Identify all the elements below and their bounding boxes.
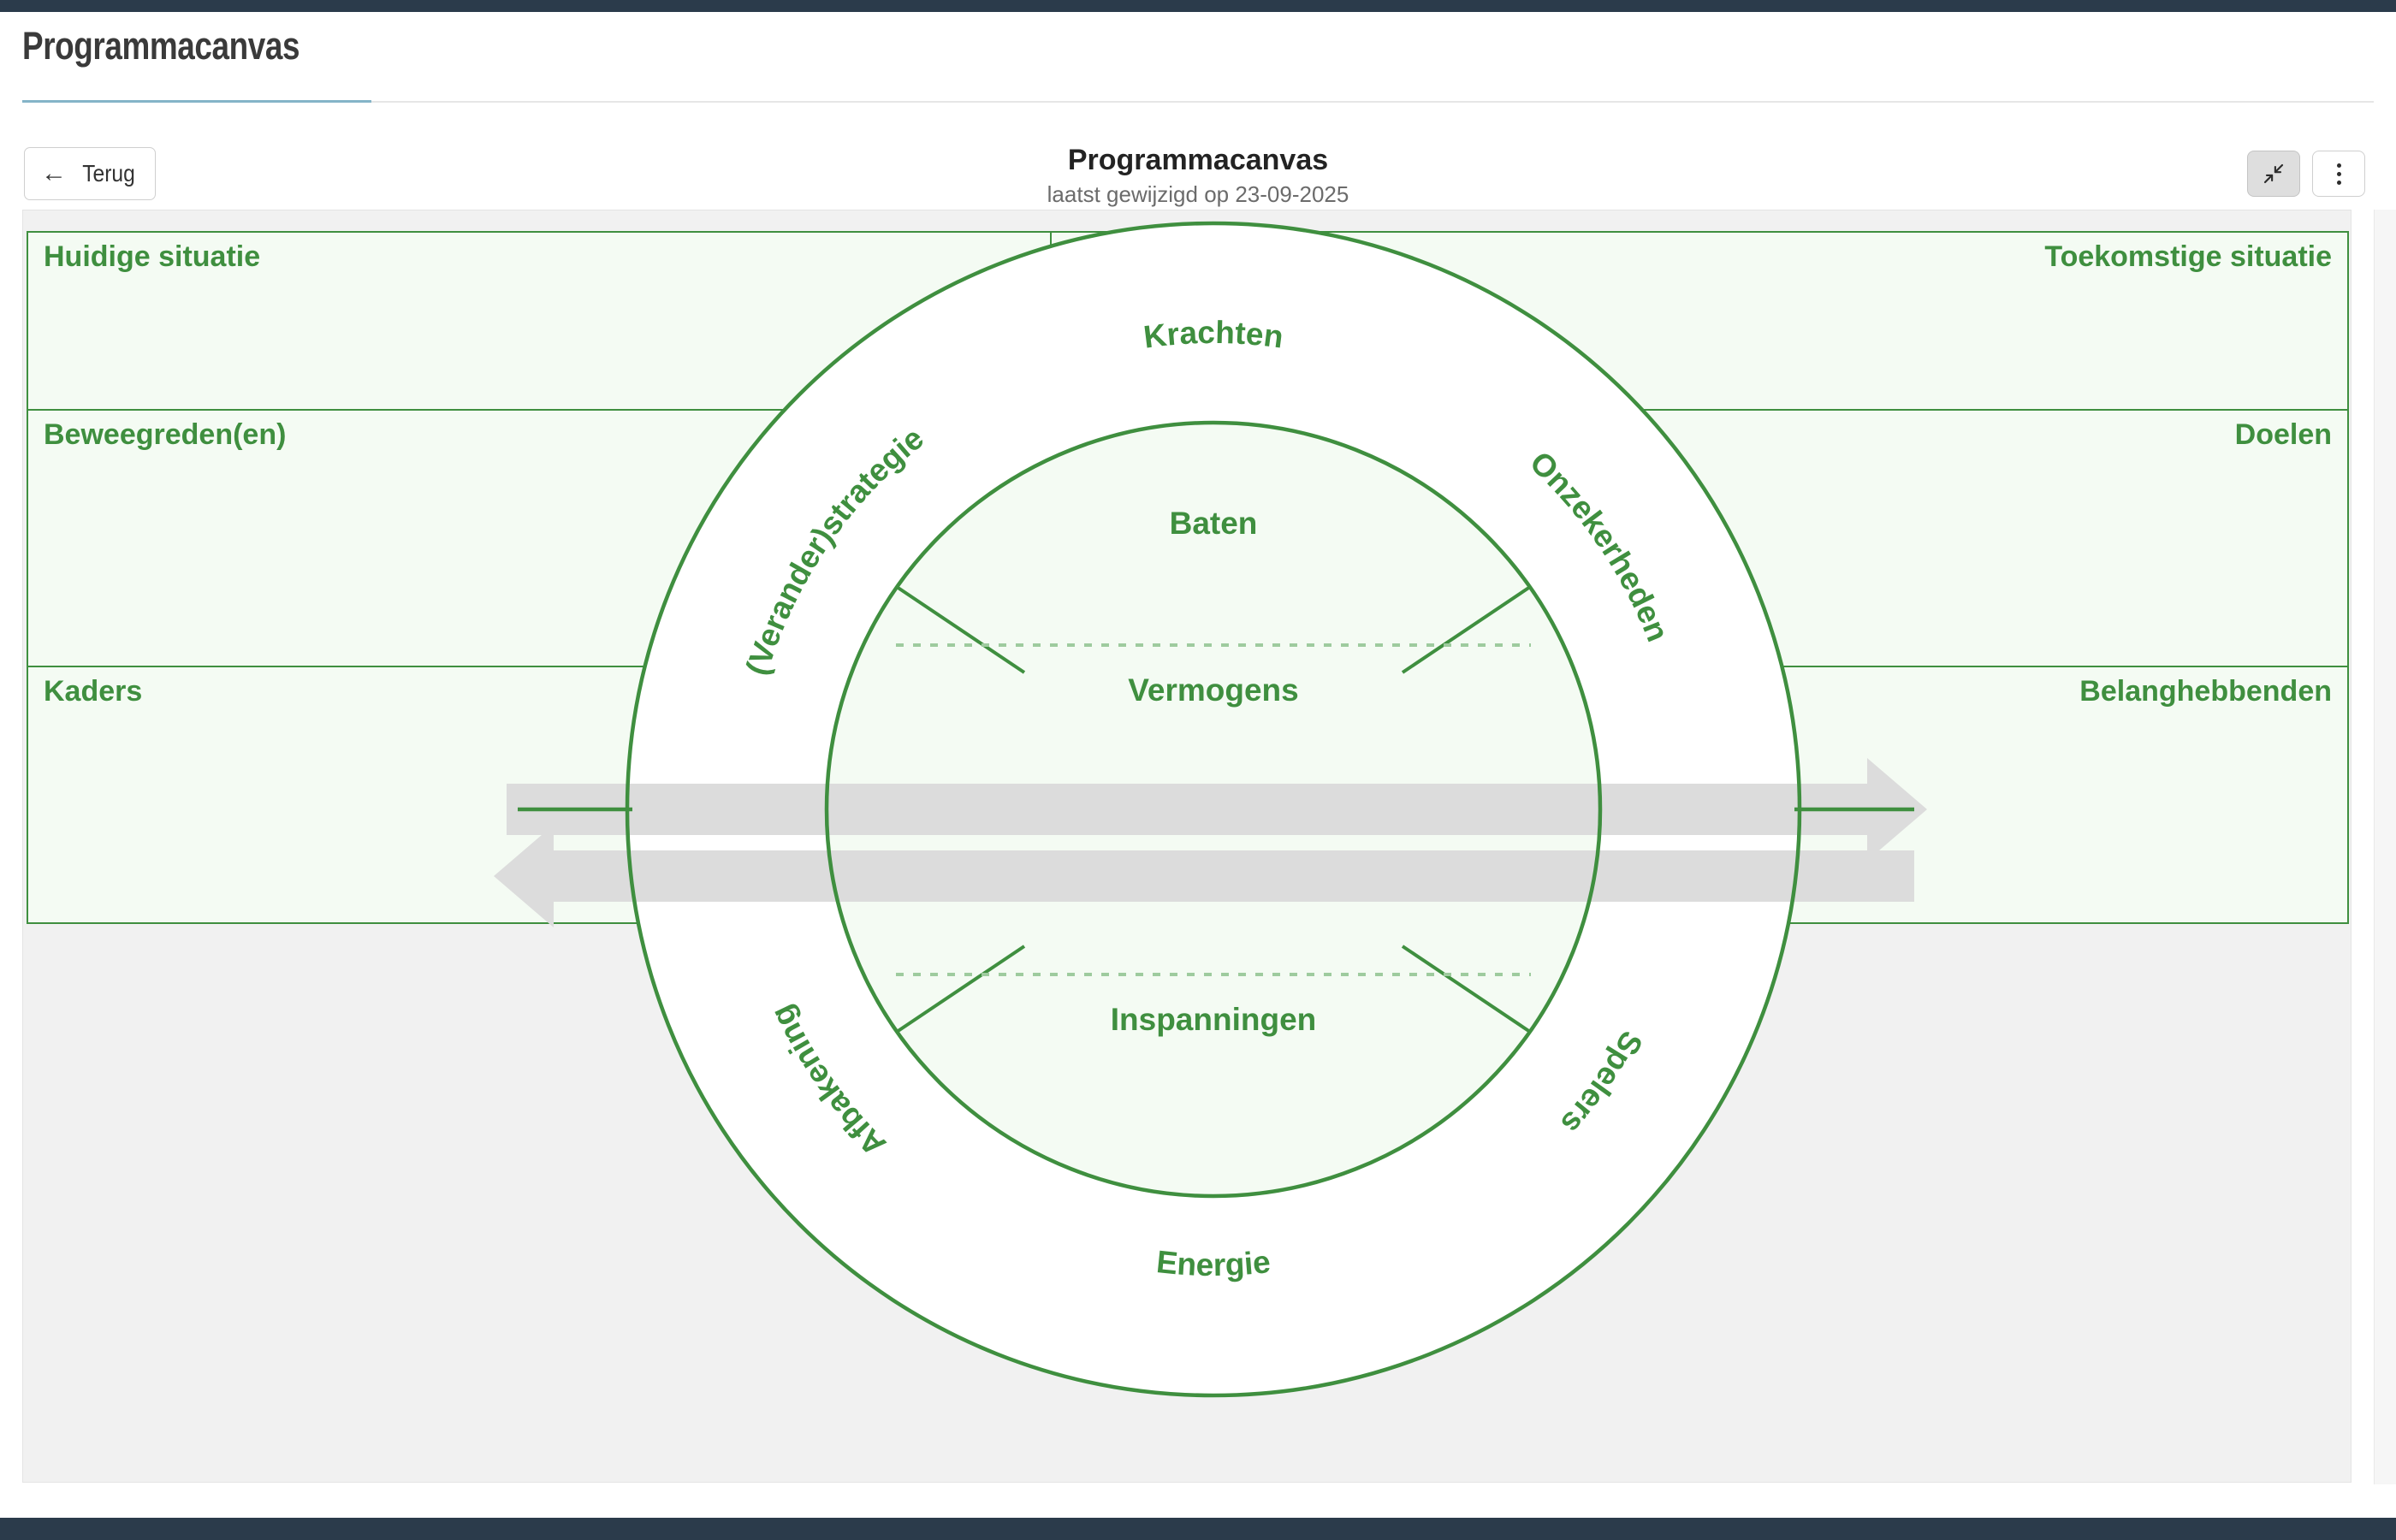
back-button[interactable]: ← Terug bbox=[24, 147, 156, 200]
more-vertical-icon bbox=[2336, 163, 2341, 185]
more-menu-button[interactable] bbox=[2312, 151, 2365, 197]
arrow-left-icon: ← bbox=[40, 159, 67, 187]
collapse-arrows-icon bbox=[2263, 163, 2284, 184]
collapse-button[interactable] bbox=[2247, 151, 2300, 197]
title-divider bbox=[22, 101, 2374, 103]
panel-label: Doelen bbox=[2234, 418, 2332, 451]
ring-label-afbakening: Afbakening bbox=[763, 1000, 893, 1164]
panel-toekomstige-situatie[interactable]: Toekomstige situatie bbox=[1050, 231, 2349, 411]
panel-label: Belanghebbenden bbox=[2079, 675, 2332, 708]
core-label-inspanningen: Inspanningen bbox=[1111, 1002, 1317, 1037]
canvas-last-modified: laatst gewijzigd op 23-09-2025 bbox=[1047, 181, 1349, 207]
canvas-stage: Huidige situatie Beweegreden(en) Kaders … bbox=[22, 210, 2352, 1483]
title-divider-accent bbox=[22, 100, 371, 103]
browser-top-chrome bbox=[0, 0, 2396, 12]
stage-scroll-rail[interactable] bbox=[2374, 210, 2396, 1484]
ring-label-energie: Energie bbox=[1155, 1244, 1272, 1282]
panel-label: Toekomstige situatie bbox=[2044, 240, 2332, 273]
panel-belanghebbenden[interactable]: Belanghebbenden bbox=[1050, 666, 2349, 924]
back-button-label: Terug bbox=[82, 160, 135, 187]
panel-doelen[interactable]: Doelen bbox=[1050, 409, 2349, 667]
browser-bottom-chrome bbox=[0, 1518, 2396, 1540]
canvas-title: Programmacanvas bbox=[1067, 144, 1329, 176]
page-title: Programmacanvas bbox=[22, 24, 300, 68]
ring-label-spelers: Spelers bbox=[1554, 1026, 1650, 1141]
canvas-toolbar bbox=[2247, 151, 2365, 197]
